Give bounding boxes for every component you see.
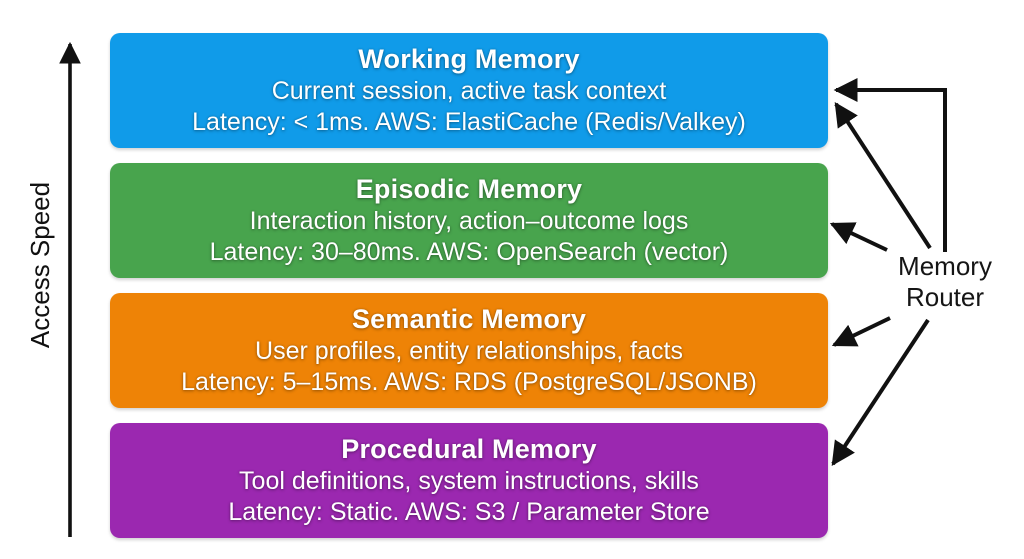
tier-description: Tool definitions, system instructions, s… <box>239 467 699 495</box>
tier-latency: Latency: Static. AWS: S3 / Parameter Sto… <box>228 498 710 526</box>
arrow-router-to-episodic <box>829 222 888 252</box>
arrow-router-to-working-diagonal <box>834 101 932 250</box>
tier-title: Procedural Memory <box>341 434 597 464</box>
arrow-router-to-semantic <box>831 316 891 347</box>
tier-description: User profiles, entity relationships, fac… <box>255 337 683 365</box>
tier-working-memory: Working Memory Current session, active t… <box>110 33 828 148</box>
memory-router-label-line1: Memory <box>898 251 992 281</box>
arrow-router-to-working-elbow <box>833 78 947 252</box>
tier-latency: Latency: < 1ms. AWS: ElastiCache (Redis/… <box>192 108 746 136</box>
tier-description: Current session, active task context <box>271 77 667 105</box>
tier-description: Interaction history, action–outcome logs <box>249 207 689 235</box>
tier-procedural-memory: Procedural Memory Tool definitions, syst… <box>110 423 828 538</box>
tier-title: Semantic Memory <box>351 304 587 334</box>
memory-router-label: Memory Router <box>880 251 1010 313</box>
tier-latency: Latency: 30–80ms. AWS: OpenSearch (vecto… <box>209 238 729 266</box>
tier-latency: Latency: 5–15ms. AWS: RDS (PostgreSQL/JS… <box>181 368 757 396</box>
tier-semantic-memory: Semantic Memory User profiles, entity re… <box>110 293 828 408</box>
access-speed-label: Access Speed <box>25 181 55 349</box>
arrow-router-to-procedural <box>831 318 930 467</box>
tier-title: Episodic Memory <box>355 174 583 204</box>
tier-episodic-memory: Episodic Memory Interaction history, act… <box>110 163 828 278</box>
tier-title: Working Memory <box>358 44 580 74</box>
memory-router-label-line2: Router <box>905 282 985 312</box>
